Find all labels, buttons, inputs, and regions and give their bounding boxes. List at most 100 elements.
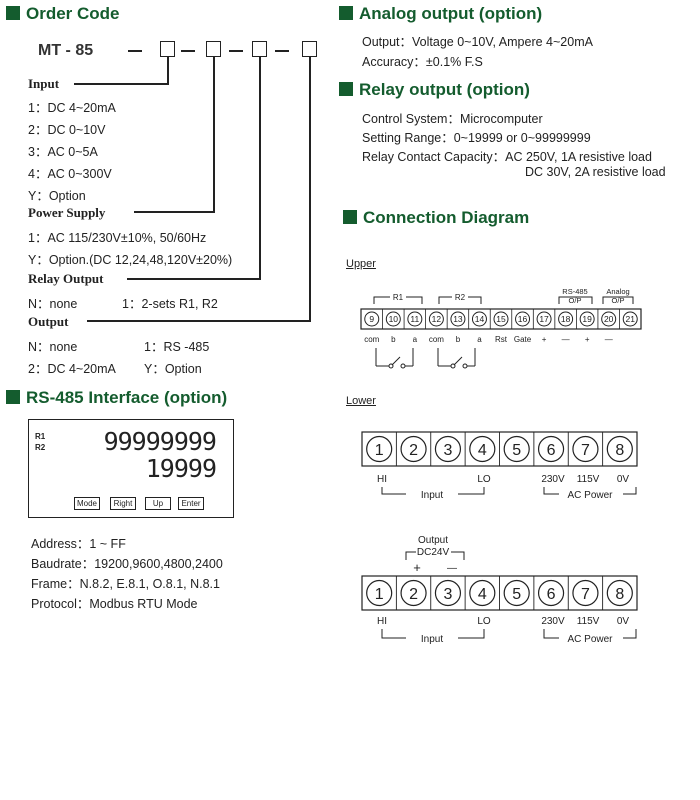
terminal-circle xyxy=(385,311,401,327)
order-code-title-text: Order Code xyxy=(26,4,120,23)
leader-line xyxy=(259,57,261,279)
lo-label: LO xyxy=(477,474,491,485)
terminal-circle xyxy=(400,435,427,463)
terminal-number: 5 xyxy=(512,442,521,459)
v0-label: 0V xyxy=(617,616,630,627)
terminal-circle xyxy=(428,311,444,327)
upper-terminal-function-label: + xyxy=(542,335,547,344)
terminal-circle xyxy=(366,579,393,607)
terminal-circle xyxy=(537,435,565,463)
terminal-number: 7 xyxy=(581,442,590,459)
terminal-circle xyxy=(606,435,633,463)
leader-line xyxy=(127,278,261,280)
terminal-circle xyxy=(407,311,423,327)
terminal-number: 4 xyxy=(478,442,487,459)
input-option: 3：AC 0~5A xyxy=(28,145,98,159)
section-square-icon xyxy=(343,210,357,224)
terminal-circle xyxy=(537,579,565,607)
analog-title: Analog output (option) xyxy=(339,4,542,24)
r1-bracket xyxy=(373,296,390,304)
terminal-circle xyxy=(572,579,599,607)
lo-label: LO xyxy=(477,616,491,627)
input-option: Y：Option xyxy=(28,189,86,203)
ac-power-label: AC Power xyxy=(567,634,613,645)
r2-bracket xyxy=(468,296,482,304)
upper-terminal-function-label: b xyxy=(391,335,396,344)
terminal-circle xyxy=(471,311,487,327)
plus-label: + xyxy=(413,560,421,575)
upper-terminal-function-label: — xyxy=(605,335,613,344)
r2-bracket xyxy=(438,296,452,304)
analog-output-line: Output：Voltage 0~10V, Ampere 4~20mA xyxy=(362,35,593,49)
terminal-circle xyxy=(579,311,595,327)
dc24v-label: DC24V xyxy=(417,547,450,558)
terminal-circle xyxy=(434,579,462,607)
terminal-number: 2 xyxy=(409,442,418,459)
code-dash xyxy=(128,50,142,52)
terminal-number: 11 xyxy=(410,314,419,324)
connection-title: Connection Diagram xyxy=(343,208,529,228)
hi-label: HI xyxy=(377,474,387,485)
terminal-number: 6 xyxy=(547,442,556,459)
terminal-number: 12 xyxy=(432,314,442,324)
terminal-circle xyxy=(572,435,599,463)
rs485-baudrate: Baudrate：19200,9600,4800,2400 xyxy=(31,557,223,571)
section-square-icon xyxy=(6,6,20,20)
v230-label: 230V xyxy=(541,616,565,627)
leader-line xyxy=(134,211,215,213)
upper-terminal-function-label: a xyxy=(477,335,482,344)
analog-group-label: O/P xyxy=(612,296,625,305)
rs485-group-label: RS-485 xyxy=(562,287,587,296)
r2-group-label: R2 xyxy=(455,293,466,302)
terminal-number: 10 xyxy=(389,314,399,324)
lcd-r2: R2 xyxy=(35,443,46,452)
terminal-number: 2 xyxy=(409,586,418,603)
section-square-icon xyxy=(339,82,353,96)
lcd-bottom-digits: 19999 xyxy=(145,454,217,483)
leader-line xyxy=(74,83,169,85)
upper-terminal-function-label: com xyxy=(429,335,444,344)
mode-button[interactable]: Mode xyxy=(74,497,100,510)
hi-label: HI xyxy=(377,616,387,627)
upper-terminal-function-label: a xyxy=(413,335,418,344)
minus-label: — xyxy=(447,563,457,574)
terminal-number: 8 xyxy=(615,442,624,459)
input-bracket xyxy=(381,487,406,495)
right-button[interactable]: Right xyxy=(110,497,136,510)
relay-spec-title: Relay output (option) xyxy=(339,80,530,100)
relay-spec-line: Relay Contact Capacity：AC 250V, 1A resis… xyxy=(362,150,652,164)
analog-title-text: Analog output (option) xyxy=(359,4,543,23)
terminal-number: 6 xyxy=(547,586,556,603)
section-square-icon xyxy=(339,6,353,20)
upper-terminal-function-label: Gate xyxy=(514,335,532,344)
upper-terminal-function-label: + xyxy=(585,335,590,344)
dc24v-bracket xyxy=(451,551,465,560)
terminal-number: 9 xyxy=(369,314,374,324)
terminal-number: 1 xyxy=(375,442,384,459)
code-dash xyxy=(229,50,243,52)
v230-label: 230V xyxy=(541,474,565,485)
order-code-title: Order Code xyxy=(6,4,120,24)
input-option: 1：DC 4~20mA xyxy=(28,101,116,115)
power-supply-label: Power Supply xyxy=(28,205,106,220)
terminal-number: 8 xyxy=(615,586,624,603)
input-bracket xyxy=(458,487,485,495)
r1-contact-symbol xyxy=(375,348,414,369)
terminal-circle xyxy=(366,435,393,463)
input-option: 4：AC 0~300V xyxy=(28,167,112,181)
analog-group-label: Analog xyxy=(606,287,629,296)
upper-terminal-function-label: b xyxy=(456,335,461,344)
r1-bracket xyxy=(406,296,423,304)
terminal-circle xyxy=(503,579,530,607)
input-bracket xyxy=(458,629,485,639)
rs485-address: Address：1 ~ FF xyxy=(31,537,126,551)
input-label-lower: Input xyxy=(421,490,443,501)
lower-label: Lower xyxy=(346,395,376,407)
enter-button[interactable]: Enter xyxy=(178,497,204,510)
output-option: 2：DC 4~20mA xyxy=(28,362,116,376)
output-option: 1：RS -485 xyxy=(144,340,210,354)
relay-spec-title-text: Relay output (option) xyxy=(359,80,530,99)
up-button[interactable]: Up xyxy=(145,497,171,510)
terminal-circle xyxy=(434,435,462,463)
